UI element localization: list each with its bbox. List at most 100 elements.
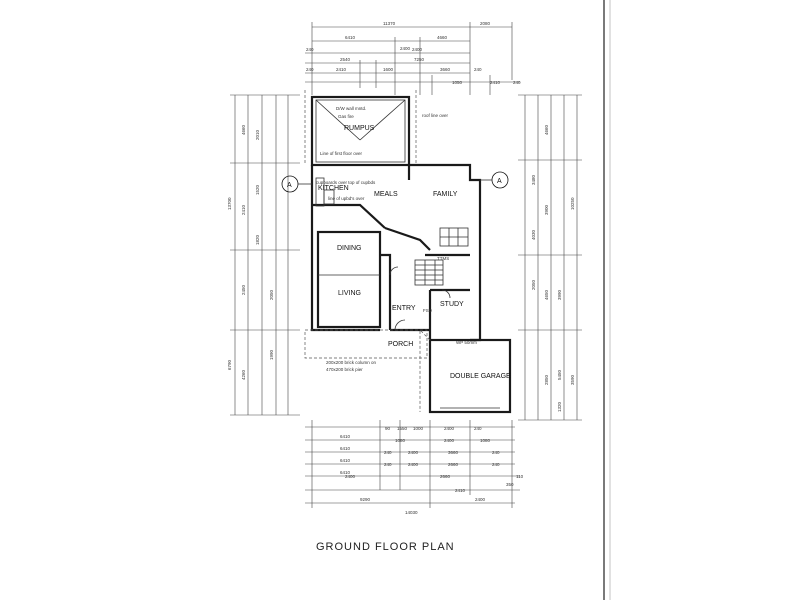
dim-left: 1990: [269, 349, 274, 360]
dim-bottom: 2400: [444, 426, 455, 431]
dim-top: 1050: [452, 80, 463, 85]
dim-top: 7250: [414, 57, 425, 62]
dim-bottom: 2400: [444, 438, 455, 443]
room-label-entry: ENTRY: [392, 305, 416, 312]
dim-bottom: 9290: [360, 497, 371, 502]
drawing-title: GROUND FLOOR PLAN: [316, 541, 455, 553]
note-ttms: TTMS: [437, 256, 449, 261]
dim-top: 4660: [437, 35, 448, 40]
room-label-garage: DOUBLE GARAGE: [450, 373, 511, 380]
dim-bottom: 350: [506, 482, 514, 487]
dim-top: 240: [513, 80, 521, 85]
note-wip: WP 50mm: [456, 340, 477, 345]
dim-top: 240: [474, 67, 482, 72]
dim-left: 2410: [241, 204, 246, 215]
dim-left: 13700: [227, 197, 232, 210]
note-gas-fire: Gas fire: [338, 114, 354, 119]
dim-top: 2400: [400, 46, 411, 51]
dim-bottom: 90: [385, 426, 391, 431]
dim-bottom: 240: [474, 426, 482, 431]
room-label-kitchen: KITCHEN: [318, 185, 349, 192]
dim-bottom: 240: [384, 450, 392, 455]
dim-right: 3990: [557, 289, 562, 300]
dim-top-right: 2080: [480, 21, 491, 26]
dim-bottom: 2400: [345, 474, 356, 479]
dim-bottom: 2400: [408, 450, 419, 455]
note-column-1: 200x200 brick column on: [326, 360, 377, 365]
note-fsd: FSD: [423, 308, 433, 313]
dim-bottom: 6410: [340, 446, 351, 451]
dim-bottom: 1000: [413, 426, 424, 431]
dim-right: 4660: [544, 124, 549, 135]
room-label-family: FAMILY: [433, 191, 458, 198]
dim-right: 4030: [531, 229, 536, 240]
dim-left: 6790: [227, 359, 232, 370]
svg-text:A: A: [287, 182, 292, 189]
dim-top: 1600: [383, 67, 394, 72]
note-column-2: 470x200 brick pier: [326, 367, 363, 372]
walls: [304, 90, 512, 414]
dim-bottom: 110: [516, 474, 524, 479]
dim-bottom: 1550: [397, 426, 408, 431]
dim-bottom: 2400: [475, 497, 486, 502]
dim-bottom: 6410: [340, 470, 351, 475]
note-roof-line: roof line over: [422, 113, 449, 118]
dim-right: 10250: [570, 197, 575, 210]
dim-top: 2540: [340, 57, 351, 62]
dim-right: 1320: [557, 401, 562, 412]
dim-right: 3480: [531, 174, 536, 185]
dim-top: 6410: [345, 35, 356, 40]
dim-right: 2850: [544, 374, 549, 385]
dim-bottom: 3660: [448, 450, 459, 455]
room-label-meals: MEALS: [374, 191, 398, 198]
dim-left: 1520: [255, 184, 260, 195]
dim-bottom: 2660: [440, 474, 451, 479]
room-label-dining: DINING: [337, 245, 362, 252]
right-dimensions: 10250 3590 4660 3900 4650 2850 3480 4030…: [518, 94, 582, 421]
top-dimensions: 11370 2080 6410 2400 4660 240 2540 2400 …: [305, 21, 521, 95]
dim-top: 3660: [440, 67, 451, 72]
note-line-first-floor: Line of first floor over: [320, 151, 363, 156]
dim-top-overall: 11370: [383, 21, 396, 26]
note-line-upbds: line of upbd's over: [328, 196, 365, 201]
dim-right: 5450: [557, 369, 562, 380]
dim-right: 2050: [531, 279, 536, 290]
dim-left: 2010: [255, 129, 260, 140]
note-cupboards: cupboards over top of cupbds: [316, 180, 376, 185]
dim-bottom: 2410: [455, 488, 466, 493]
section-marker-right: A: [480, 171, 509, 189]
dim-bottom: 240: [492, 462, 500, 467]
dim-left: 2450: [241, 284, 246, 295]
dim-left: 2050: [269, 289, 274, 300]
dim-top: 240: [306, 47, 314, 52]
dim-bottom: 240: [384, 462, 392, 467]
dim-bottom: 1080: [480, 438, 491, 443]
section-marker-left: A: [281, 175, 312, 193]
dim-bottom: 1080: [395, 438, 406, 443]
room-label-living: LIVING: [338, 290, 361, 297]
bottom-dimensions: 6410 90 1550 1000 2400 240 6410 1080 240…: [305, 420, 524, 515]
dim-bottom: 2660: [448, 462, 459, 467]
left-dimensions: 13700 6790 4660 2410 2450 4260 2010 1520…: [227, 94, 300, 416]
svg-text:A: A: [497, 178, 502, 185]
dim-top: 2400: [412, 47, 423, 52]
dim-right: 4650: [544, 289, 549, 300]
dim-right: 3900: [544, 204, 549, 215]
dim-bottom: 6410: [340, 458, 351, 463]
dim-bottom: 6410: [340, 434, 351, 439]
dim-left: 4260: [241, 369, 246, 380]
dim-bottom: 2400: [408, 462, 419, 467]
dim-right: 3590: [570, 374, 575, 385]
dim-left: 1820: [255, 234, 260, 245]
room-label-porch: PORCH: [388, 341, 413, 348]
room-label-study: STUDY: [440, 301, 464, 308]
dim-top: 2410: [490, 80, 501, 85]
dim-top: 240: [306, 67, 314, 72]
dim-top: 2410: [336, 67, 347, 72]
dim-left: 4660: [241, 124, 246, 135]
room-label-rumpus: RUMPUS: [344, 125, 375, 132]
dim-bottom: 240: [492, 450, 500, 455]
note-wall-oven: D/W wall mntd.: [336, 106, 366, 111]
dim-bottom-overall: 14030: [405, 510, 418, 515]
